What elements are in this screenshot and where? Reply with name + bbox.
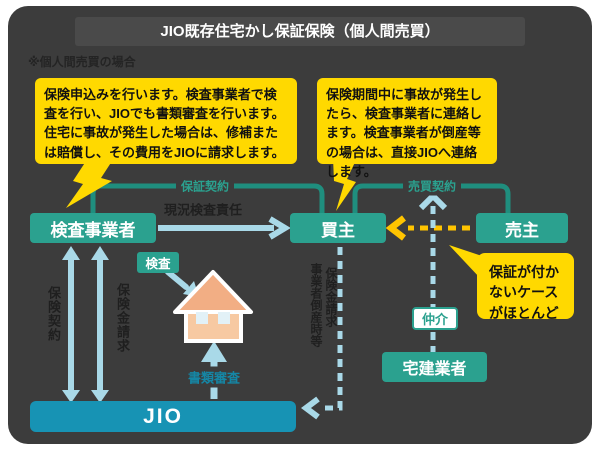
- seller-buyer-arrowhead: [385, 215, 406, 241]
- bankruptcy-claim-label: 保険金請求: [324, 267, 338, 327]
- arrowhead-down: [62, 390, 80, 403]
- lightning-bolt-icon: [66, 158, 114, 208]
- inspector-callout: 保険申込みを行います。検査事業者で検査を行い、JIOでも書類審査を行います。住宅…: [35, 78, 297, 164]
- inspector-box: 検査事業者: [30, 213, 156, 243]
- brokerage-arrowhead: [418, 191, 448, 211]
- bankruptcy-case-label: 事業者倒産時等: [309, 263, 323, 347]
- document-review-arrowhead: [201, 341, 227, 362]
- inspection-tag: 検査: [137, 252, 179, 273]
- inspection-arrow: [165, 269, 189, 290]
- arrowhead-up: [62, 246, 80, 260]
- case-note: ※個人間売買の場合: [28, 55, 136, 69]
- arrowhead-down: [91, 390, 109, 403]
- realtor-box: 宅建業者: [382, 352, 487, 382]
- inspection-liability-arrowhead: [268, 216, 291, 240]
- sales-contract-label: 売買契約: [402, 176, 462, 196]
- house-icon: [173, 270, 253, 343]
- inspection-liability-label: 現況検査責任: [163, 202, 243, 218]
- seller-box: 売主: [476, 213, 568, 243]
- no-warranty-bubble: 保証が付かないケースがほとんど: [477, 253, 574, 321]
- jio-box: JIO: [30, 401, 296, 432]
- buyer-jio-arrowhead: [301, 396, 320, 420]
- insurance-contract-label: 保険契約: [46, 286, 61, 342]
- insurance-claim-label: 保険金請求: [115, 283, 130, 353]
- speech-bubble-pointer: [449, 245, 485, 278]
- brokerage-tag: 仲介: [412, 307, 458, 330]
- arrowhead-up: [91, 246, 109, 260]
- guarantee-contract-label: 保証契約: [175, 176, 235, 196]
- page-title: JIO既存住宅かし保証保険（個人間売買）: [75, 17, 525, 46]
- lightning-bolt-icon: [333, 158, 357, 211]
- buyer-jio-dashed-arrow: [320, 247, 343, 411]
- buyer-callout: 保険期間中に事故が発生したら、検査事業者に連絡します。検査事業者が倒産等の場合は…: [317, 78, 497, 179]
- buyer-box: 買主: [290, 213, 386, 243]
- document-review-label: 書類審査: [184, 366, 244, 388]
